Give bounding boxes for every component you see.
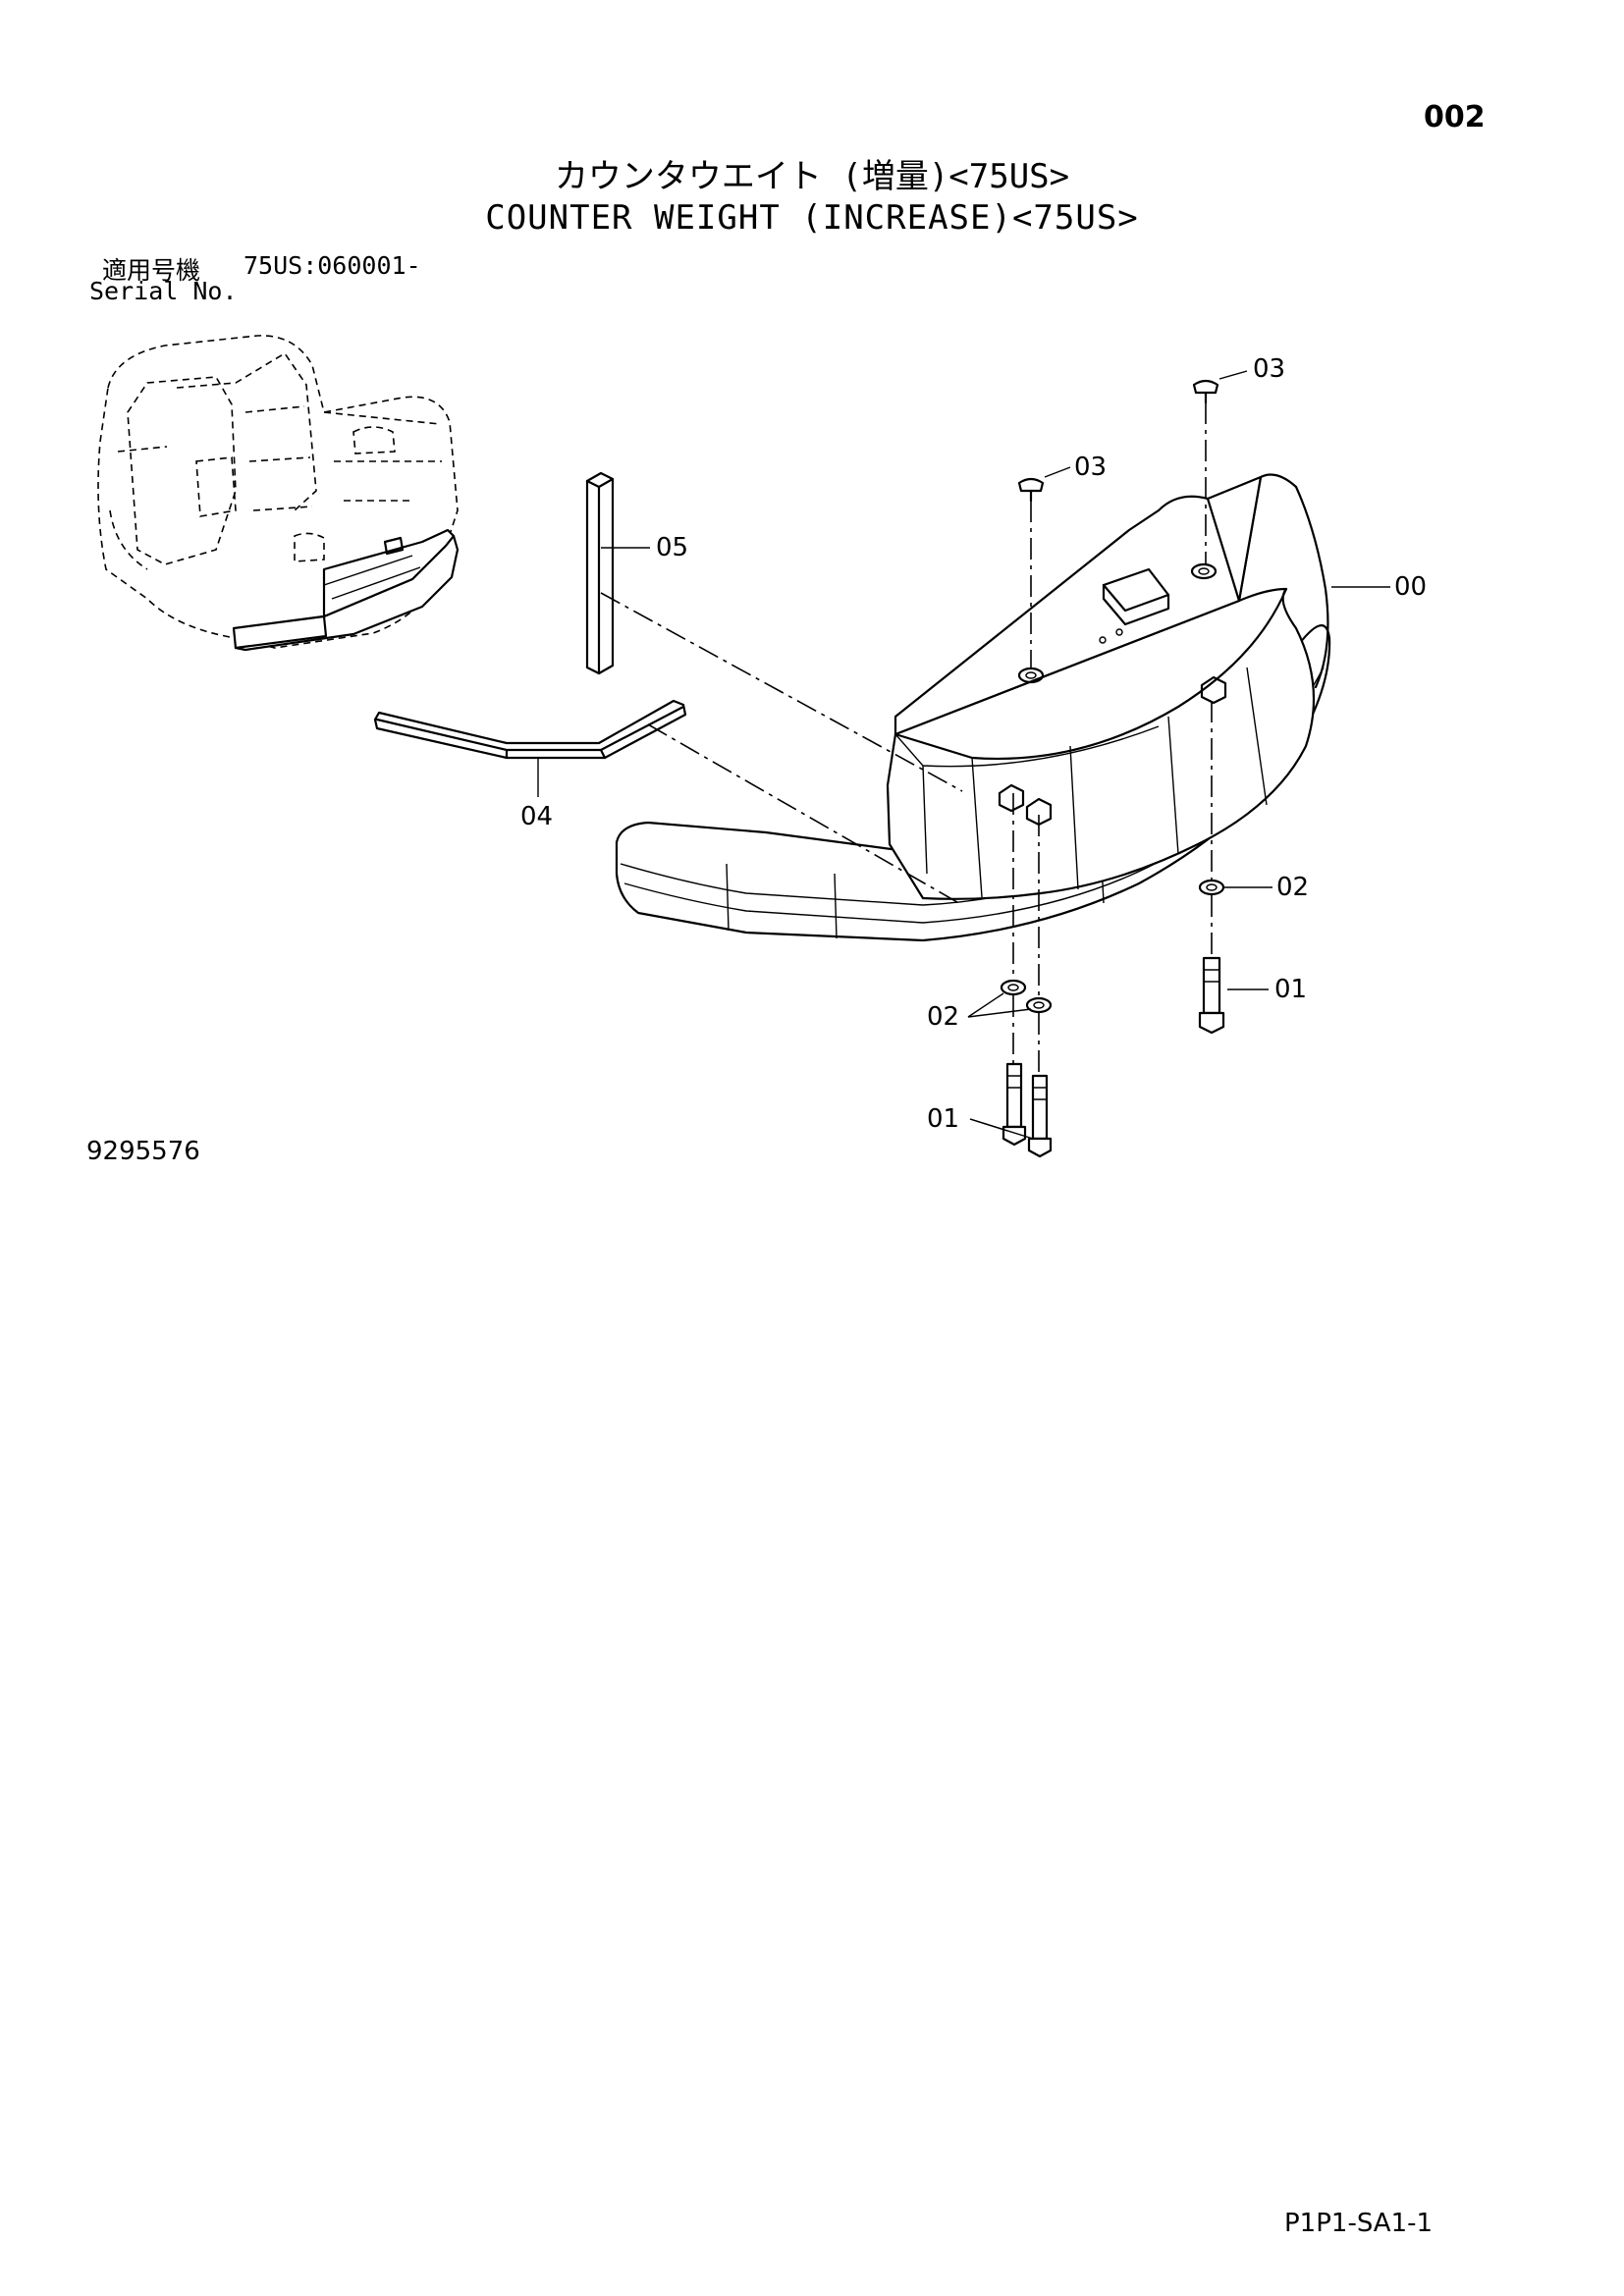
- page-code: P1P1-SA1-1: [1284, 2209, 1434, 2238]
- part-05-strip: [585, 471, 650, 675]
- part-00-counterweight: [615, 473, 1390, 942]
- part-03-plugs: [1017, 370, 1248, 667]
- callout-03-mid: 03: [1074, 453, 1107, 482]
- callout-01-left: 01: [927, 1104, 959, 1134]
- callout-05: 05: [656, 533, 688, 562]
- excavator-overview-inset: [97, 335, 460, 652]
- callout-01-right: 01: [1274, 975, 1307, 1004]
- page-number: 002: [1424, 100, 1486, 134]
- serial-label-english: Serial No.: [89, 277, 238, 305]
- callout-02-right: 02: [1276, 873, 1309, 902]
- title-english: COUNTER WEIGHT (INCREASE)<75US>: [485, 198, 1139, 238]
- drawing-number: 9295576: [86, 1137, 200, 1166]
- part-01-bolts: [969, 956, 1269, 1158]
- callout-04: 04: [520, 802, 553, 831]
- title-japanese: カウンタウエイト (増量)<75US>: [554, 157, 1070, 196]
- assembly-lines: [600, 592, 1213, 1076]
- callout-00: 00: [1394, 572, 1427, 602]
- serial-range: 75US:060001-: [244, 251, 421, 280]
- part-02-washers: [967, 879, 1272, 1018]
- serial-label-japanese: 適用号機: [102, 256, 201, 285]
- part-04-strip: [373, 699, 687, 797]
- callout-02-left: 02: [927, 1002, 959, 1032]
- callout-03-top: 03: [1253, 354, 1285, 384]
